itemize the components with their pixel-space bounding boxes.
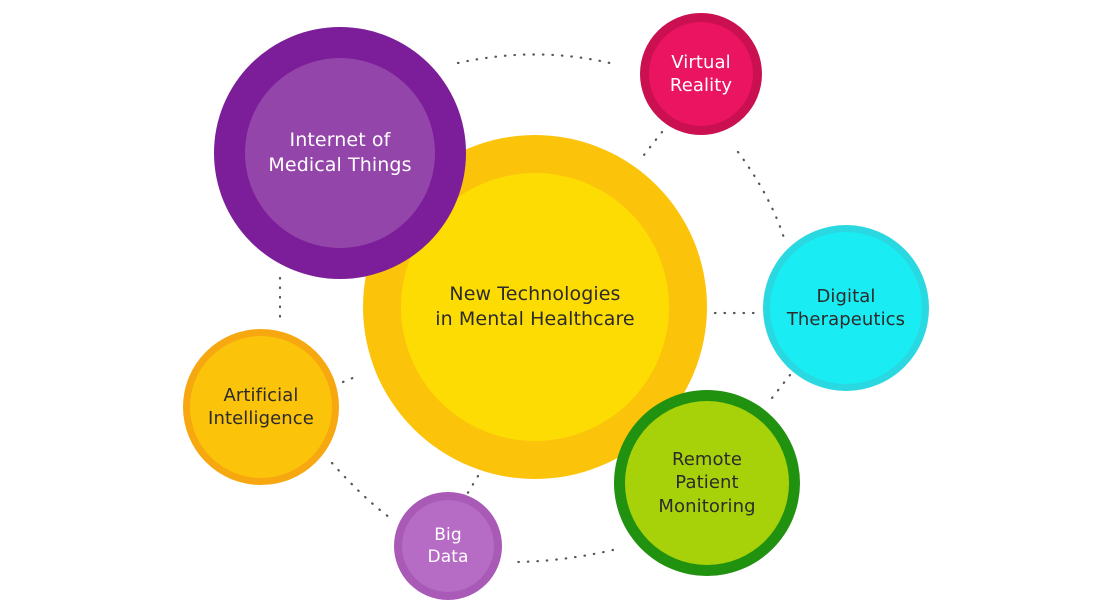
connector-ai-bigdata (330, 461, 395, 522)
node-dtx (763, 225, 929, 391)
node-ai (183, 329, 339, 485)
node-rpm (614, 390, 800, 576)
node-vr-label: Virtual Reality (669, 51, 733, 96)
connector-ai-center (341, 373, 362, 384)
node-iomt (214, 27, 466, 279)
connector-vr-center (638, 130, 664, 162)
node-ai-inner-disc (190, 336, 332, 478)
connector-center-bigdata (464, 474, 480, 498)
connector-dtx-rpm (770, 373, 792, 400)
node-dtx-label: Digital Therapeutics (786, 285, 906, 330)
node-bigdata (394, 492, 502, 600)
center-node (363, 135, 707, 479)
node-rpm-inner-disc (625, 401, 789, 565)
node-dtx-inner-disc (770, 232, 922, 384)
connector-rpm-bigdata (510, 548, 615, 564)
connector-iomt-vr (456, 53, 620, 67)
node-iomt-label: Internet of Medical Things (268, 129, 412, 176)
node-vr-inner-disc (649, 22, 753, 126)
node-iomt-inner-disc (245, 58, 435, 248)
node-vr (640, 13, 762, 135)
node-bigdata-label: Big Data (427, 524, 469, 567)
node-ai-label: Artificial Intelligence (208, 384, 314, 429)
center-node-inner-disc (401, 173, 669, 441)
center-node-label: New Technologies in Mental Healthcare (435, 283, 635, 330)
node-bigdata-inner-disc (402, 500, 494, 592)
connector-vr-dtx (736, 150, 786, 240)
node-rpm-label: Remote Patient Monitoring (658, 448, 756, 517)
dotted-connectors (278, 53, 792, 564)
